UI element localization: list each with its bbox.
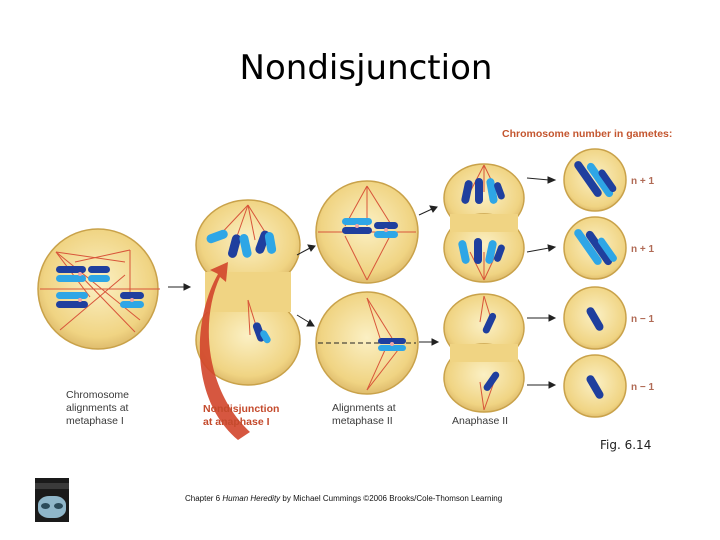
- label-metaphase-1-line-3: metaphase I: [66, 415, 124, 427]
- cell-metaphase-1: [37, 228, 160, 350]
- credit-book-title: Human Heredity: [222, 494, 281, 503]
- label-metaphase-1-line-1: Chromosome: [66, 389, 129, 401]
- page-title: Nondisjunction: [239, 48, 493, 88]
- credit-prefix: Chapter 6: [185, 494, 223, 503]
- label-anaphase-2: Anaphase II: [452, 415, 508, 427]
- nondisjunction-arrow: [199, 262, 250, 440]
- gamete-1: [563, 148, 627, 212]
- cell-metaphase-2-bottom: [315, 291, 419, 395]
- label-metaphase-1: Chromosome alignments at metaphase I: [66, 389, 129, 427]
- book-cover-icon: [35, 478, 69, 522]
- gametes-heading: Chromosome number in gametes:: [502, 128, 672, 140]
- label-metaphase-2-line-2: metaphase II: [332, 415, 393, 427]
- label-metaphase-2: Alignments at metaphase II: [332, 402, 396, 427]
- label-metaphase-1-line-2: alignments at: [66, 402, 129, 414]
- label-nondisjunction: Nondisjunction at anaphase I: [203, 403, 279, 428]
- cell-anaphase-2-top: [443, 163, 525, 283]
- gamete-3: [563, 286, 627, 350]
- cell-anaphase-1: [195, 199, 301, 440]
- cell-anaphase-2-bottom: [443, 293, 525, 413]
- chromosome-pairs-metaphase-1: [56, 266, 144, 308]
- gamete-label-2: n + 1: [631, 244, 655, 255]
- label-metaphase-2-line-1: Alignments at: [332, 402, 396, 414]
- cell-metaphase-2-top: [315, 180, 419, 284]
- gamete-label-1: n + 1: [631, 176, 655, 187]
- stage-arrows: [168, 176, 557, 389]
- credit-suffix: by Michael Cummings ©2006 Brooks/Cole-Th…: [280, 494, 503, 503]
- figure-label: Fig. 6.14: [600, 438, 652, 452]
- chromosomes-anaphase-1-bottom: [252, 322, 271, 344]
- label-nondisjunction-line-1: Nondisjunction: [203, 403, 279, 415]
- gamete-2: [563, 216, 627, 280]
- label-nondisjunction-line-2: at anaphase I: [203, 416, 270, 428]
- gamete-label-4: n − 1: [631, 382, 655, 393]
- gamete-label-3: n − 1: [631, 314, 655, 325]
- credit-line: Chapter 6 Human Heredity by Michael Cumm…: [185, 494, 502, 503]
- gamete-4: [563, 354, 627, 418]
- chromosomes-anaphase-1-top: [206, 229, 277, 258]
- spindle-metaphase-1: [40, 249, 160, 333]
